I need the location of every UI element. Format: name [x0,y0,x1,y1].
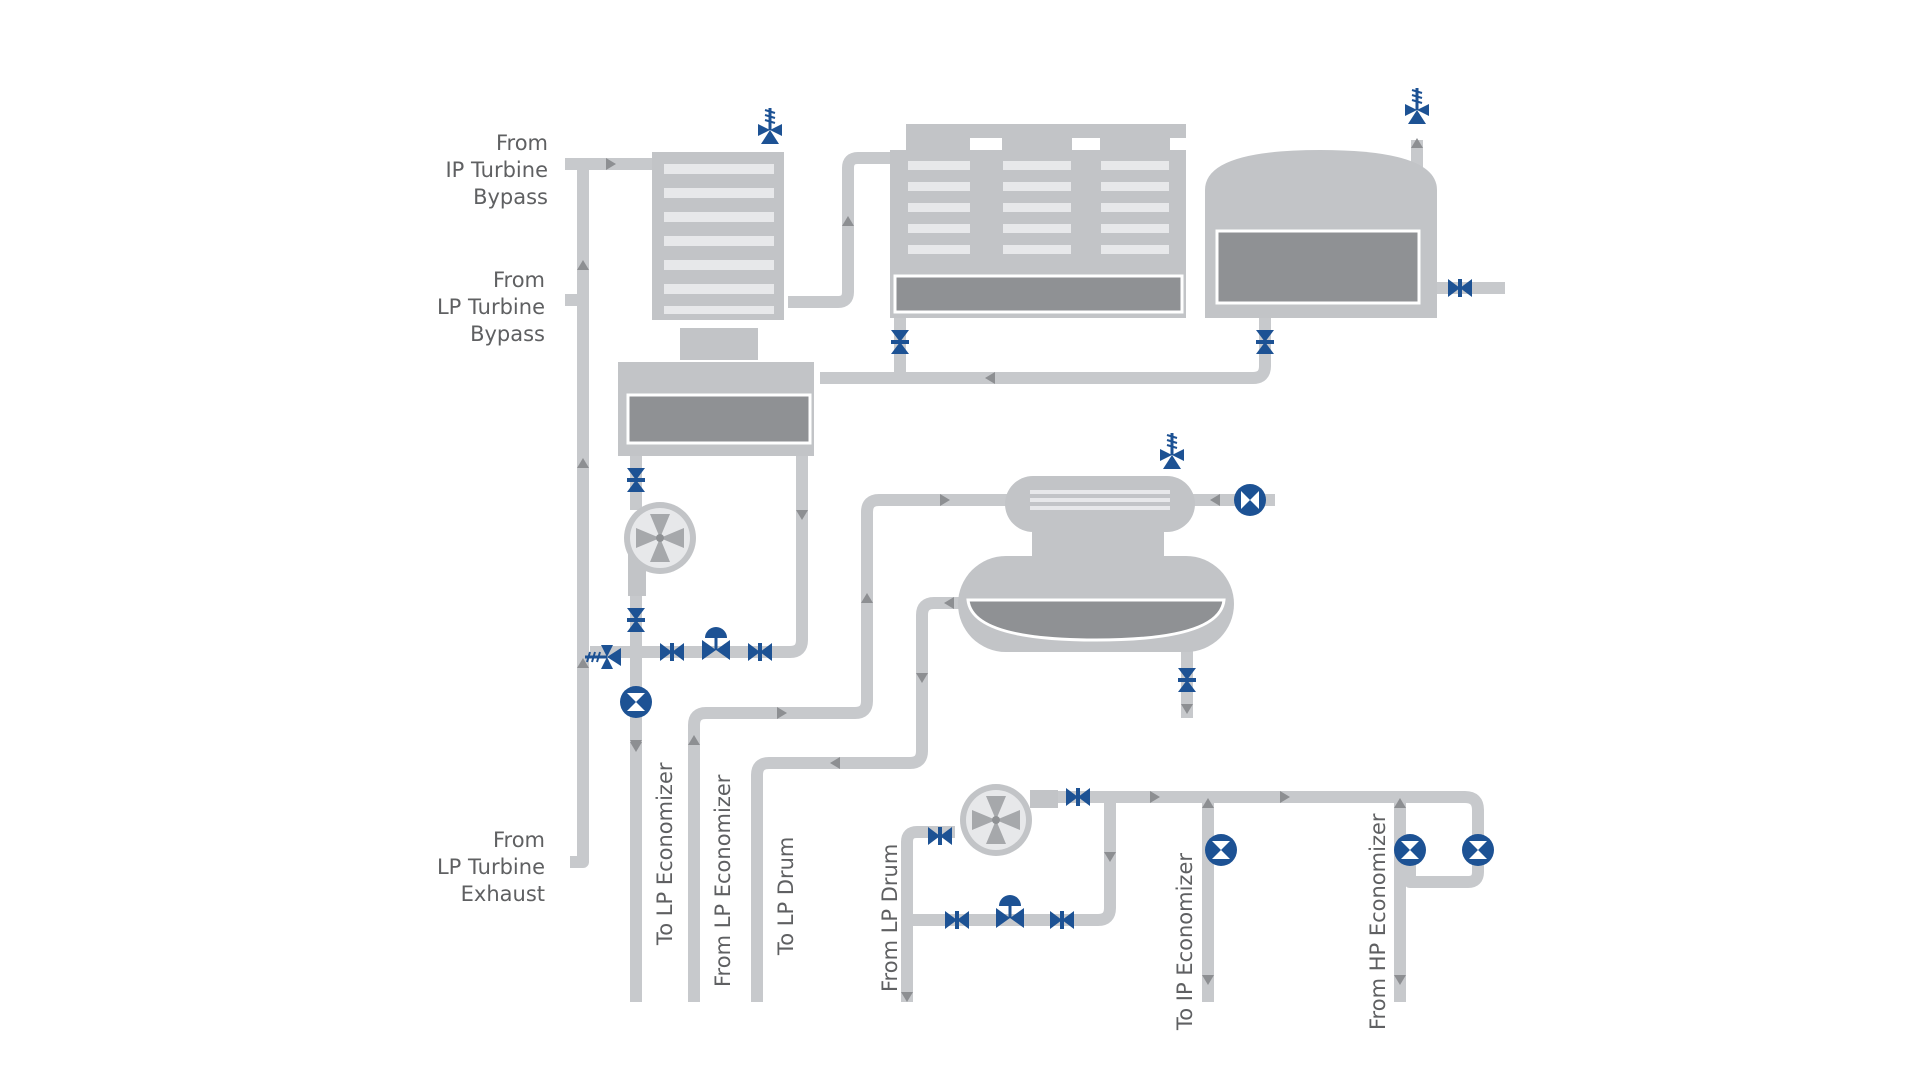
gate-valve-icon [1256,330,1274,354]
check-valve-icon [1234,484,1266,516]
label-line: From [493,828,545,852]
flow-arrow-icon [577,458,589,468]
gate-valve-icon [627,468,645,492]
flow-arrow-icon [916,673,928,683]
flow-arrow-icon [1150,791,1160,803]
cooling-tower [890,124,1186,318]
label-line: LP Turbine [437,855,545,879]
label-line: Bypass [473,185,548,209]
flow-arrow-icon [777,707,787,719]
gate-valve-icon [891,330,909,354]
flow-arrows [577,138,1423,1002]
label-to-ip-economizer: To IP Economizer [1173,853,1197,1031]
flow-arrow-icon [1210,494,1220,506]
flow-arrow-icon [985,372,995,384]
check-valve-icon [1205,834,1237,866]
label-line: Exhaust [461,882,545,906]
flow-arrow-icon [1394,975,1406,985]
condensate-pump [624,502,696,596]
label-line: IP Turbine [445,158,548,182]
gate-valve-icon [1178,668,1196,692]
label-from-lp-turbine-exhaust: From LP Turbine Exhaust [437,828,545,906]
gate-valve-icon [660,643,684,661]
flow-arrow-icon [1411,138,1423,148]
pipe-network [565,140,1505,1002]
flow-arrow-icon [940,494,950,506]
flow-arrow-icon [830,757,840,769]
storage-tank [1205,150,1437,318]
label-from-hp-economizer: From HP Economizer [1366,813,1390,1030]
label-line: Bypass [470,322,545,346]
label-from-lp-drum: From LP Drum [878,844,902,992]
relief-valve-icon [757,107,783,145]
flow-arrow-icon [861,593,873,603]
flow-arrow-icon [1104,852,1116,862]
flow-arrow-icon [1280,791,1290,803]
label-line: From [493,268,545,292]
deaerator-heater [1005,476,1195,556]
flow-arrow-icon [688,735,700,745]
flow-arrow-icon [606,158,616,170]
relief-valve-icon [1404,87,1430,125]
gate-valve-icon [1448,279,1472,297]
label-to-lp-drum: To LP Drum [774,837,798,956]
flow-arrow-icon [1202,798,1214,808]
label-from-lp-turbine-bypass: From LP Turbine Bypass [437,268,545,346]
feedwater-pump [960,784,1058,856]
gate-valve-icon [1066,788,1090,806]
gate-valve-icon [945,911,969,929]
check-valve-icon [1394,834,1426,866]
flow-arrow-icon [796,510,808,520]
label-line: LP Turbine [437,295,545,319]
check-valve-icon [1462,834,1494,866]
gate-valve-icon [1050,911,1074,929]
label-to-lp-economizer: To LP Economizer [653,762,677,946]
label-from-lp-economizer: From LP Economizer [711,774,735,987]
flow-arrow-icon [901,992,913,1002]
flow-arrow-icon [630,740,642,750]
condenser-unit [652,152,784,360]
flow-arrow-icon [1181,704,1193,714]
pump-icon [624,502,696,574]
flow-arrow-icon [1202,975,1214,985]
flow-arrow-icon [577,260,589,270]
relief-valve-icon [1159,432,1185,470]
gate-valve-icon [928,827,952,845]
label-line: From [496,131,548,155]
gate-valve-icon [627,608,645,632]
hotwell [618,362,814,456]
deaerator-drum [958,556,1234,652]
flow-arrow-icon [577,658,589,668]
check-valve-icon [620,686,652,718]
flow-arrow-icon [842,216,854,226]
gate-valve-icon [748,643,772,661]
label-from-ip-turbine-bypass: From IP Turbine Bypass [445,131,548,209]
flow-arrow-icon [944,597,954,609]
pump-icon [960,784,1032,856]
flow-arrow-icon [1394,798,1406,808]
